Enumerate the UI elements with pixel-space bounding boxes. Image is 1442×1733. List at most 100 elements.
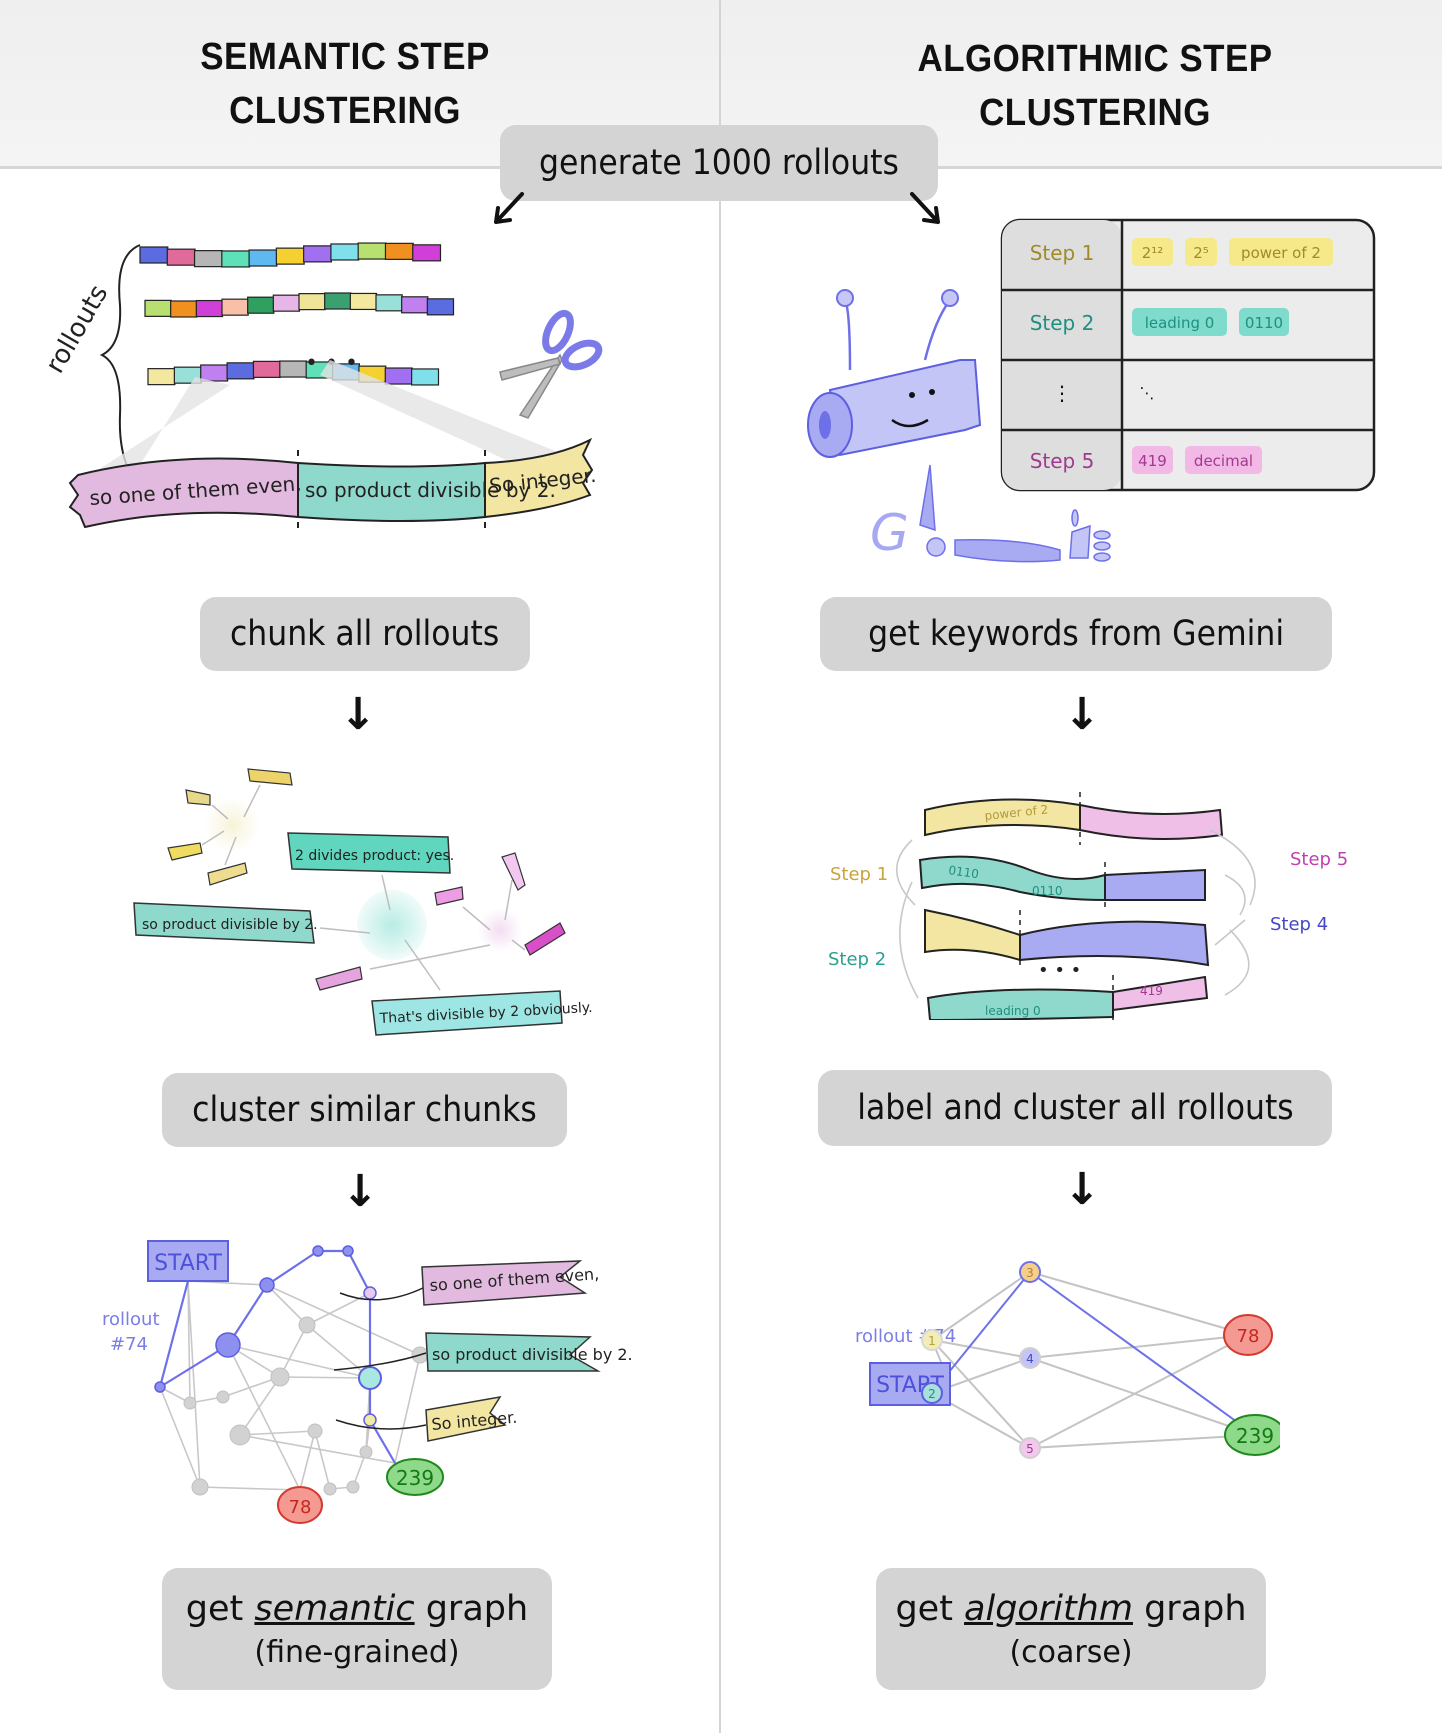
- pink-chip: [524, 922, 566, 956]
- keyword-chip-text: 2⁵: [1193, 244, 1209, 262]
- graph-node: [183, 1396, 197, 1410]
- graph-edge: [199, 1486, 301, 1491]
- rollout-segment: [384, 367, 413, 385]
- column-divider: [719, 0, 721, 1733]
- path-node: [215, 1332, 241, 1358]
- graph-edge: [314, 1430, 331, 1490]
- graph-node: [323, 1482, 337, 1496]
- step-label-4: Step 4: [1270, 914, 1328, 935]
- cluster-teal: [357, 890, 427, 960]
- graph-edge: [1029, 1434, 1256, 1449]
- rollout-segment: [200, 364, 229, 382]
- rollout-segment: [252, 360, 281, 378]
- scissors-icon: [499, 309, 603, 419]
- path-edge: [266, 1250, 319, 1286]
- semantic-step-emph: semantic: [254, 1588, 415, 1629]
- callout-3: So integer.: [335, 1395, 518, 1442]
- cluster-pink: [478, 908, 522, 952]
- rollout-segment: [279, 360, 308, 378]
- rollout-segment: [324, 292, 352, 310]
- segment-text-0110-b: 0110: [1032, 884, 1063, 898]
- graph-node: [359, 1445, 373, 1459]
- table-step-label: Step 1: [1030, 241, 1095, 265]
- chunk-all-rollouts-label: chunk all rollouts: [230, 614, 500, 654]
- yellow-chip: [207, 862, 248, 886]
- chunk-card-2: [133, 902, 315, 944]
- answer-node-correct: [386, 1458, 444, 1496]
- graph-node: [298, 1316, 316, 1334]
- rollout-segment: [170, 300, 198, 318]
- keyword-chip: [1132, 238, 1173, 266]
- answer-node-wrong: [277, 1486, 323, 1524]
- pink-chip: [501, 852, 526, 891]
- labeled-strip-4: leading 0 419: [926, 975, 1209, 1020]
- label-cluster-label: label and cluster all rollouts: [856, 1088, 1294, 1128]
- semantic-graph: START rollout #74 so one of them even, s…: [102, 1240, 633, 1524]
- labeled-strip-2: 0110 0110: [918, 855, 1206, 910]
- cluster-similar-chunks-step: cluster similar chunks: [162, 1073, 567, 1147]
- rollout-segment: [375, 294, 403, 312]
- gemini-robot-icon: G: [807, 289, 1111, 563]
- rollout-segment: [193, 250, 223, 268]
- chunk-card-3: [371, 990, 563, 1036]
- callout-2: so product divisible by 2.: [333, 1332, 633, 1372]
- keyword-chip: [1185, 238, 1217, 266]
- graph-edge: [222, 1376, 281, 1398]
- rollout-segment: [275, 247, 305, 265]
- rollout-segment: [384, 242, 414, 260]
- path-node: [312, 1245, 324, 1257]
- graph-edge: [1029, 1357, 1256, 1436]
- algorithm-step-suffix: graph: [1132, 1588, 1247, 1629]
- algorithm-step-sub: (coarse): [1009, 1634, 1133, 1670]
- rollout-segment: [357, 242, 387, 260]
- rollout-segment: [272, 294, 301, 312]
- rollout-segment: [330, 243, 360, 261]
- gemini-keywords-label: get keywords from Gemini: [868, 614, 1284, 654]
- path-edge: [347, 1250, 371, 1294]
- graph-edge: [394, 1354, 421, 1464]
- labeled-strip-1: power of 2: [924, 792, 1224, 845]
- arrow-down-icon: ↓: [339, 689, 377, 740]
- arrow-down-icon: ↓: [341, 1166, 379, 1217]
- zoom-funnel: [90, 377, 230, 475]
- step-label-1: Step 1: [830, 864, 888, 885]
- cluster-illustration: 2 divides product: yes. so product divis…: [133, 768, 593, 1036]
- keyword-chip-text: decimal: [1194, 452, 1253, 470]
- algorithm-graph-edges: [931, 1271, 1256, 1449]
- graph-edge: [227, 1344, 301, 1491]
- rollout-segment: [298, 293, 326, 311]
- graph-edge: [931, 1339, 1031, 1449]
- answer-node-correct: [1224, 1414, 1280, 1456]
- rollout-segment: [401, 296, 429, 314]
- keyword-chip-text: ⋱: [1140, 384, 1155, 402]
- chunk-all-rollouts-step: chunk all rollouts: [200, 597, 530, 671]
- path-node-highlight: [358, 1366, 382, 1390]
- segment-text-power: power of 2: [984, 802, 1049, 823]
- graph-edge: [306, 1324, 371, 1379]
- rollout-segment: [412, 244, 442, 262]
- pink-chip: [315, 966, 363, 991]
- label-cluster-step: label and cluster all rollouts: [818, 1070, 1332, 1146]
- graph-edge: [266, 1284, 308, 1326]
- graph-edge: [239, 1430, 316, 1436]
- rollout-segment: [426, 298, 455, 316]
- graph-node: [270, 1367, 290, 1387]
- chunk-ribbon: so one of them even, so product divisibl…: [68, 437, 597, 530]
- graph-edge: [931, 1339, 1031, 1359]
- path-edge: [1029, 1271, 1256, 1436]
- chunk-card-1-text: 2 divides product: yes.: [295, 848, 454, 864]
- right-title-line2: CLUSTERING: [979, 92, 1211, 134]
- ribbon-text-2: so product divisible by 2.: [305, 478, 556, 502]
- graph-node: [229, 1424, 251, 1446]
- path-node: [259, 1277, 275, 1293]
- rollout-segment: [147, 368, 176, 386]
- labeled-rollouts-ellipsis: • • •: [1038, 960, 1081, 981]
- rollouts-illustration: rollouts • • • so one of them even, so p…: [40, 242, 603, 530]
- start-node-label: START: [154, 1251, 222, 1276]
- fork-arrow-left: [494, 192, 524, 224]
- semantic-step-prefix: get: [185, 1588, 255, 1629]
- graph-node: [346, 1480, 360, 1494]
